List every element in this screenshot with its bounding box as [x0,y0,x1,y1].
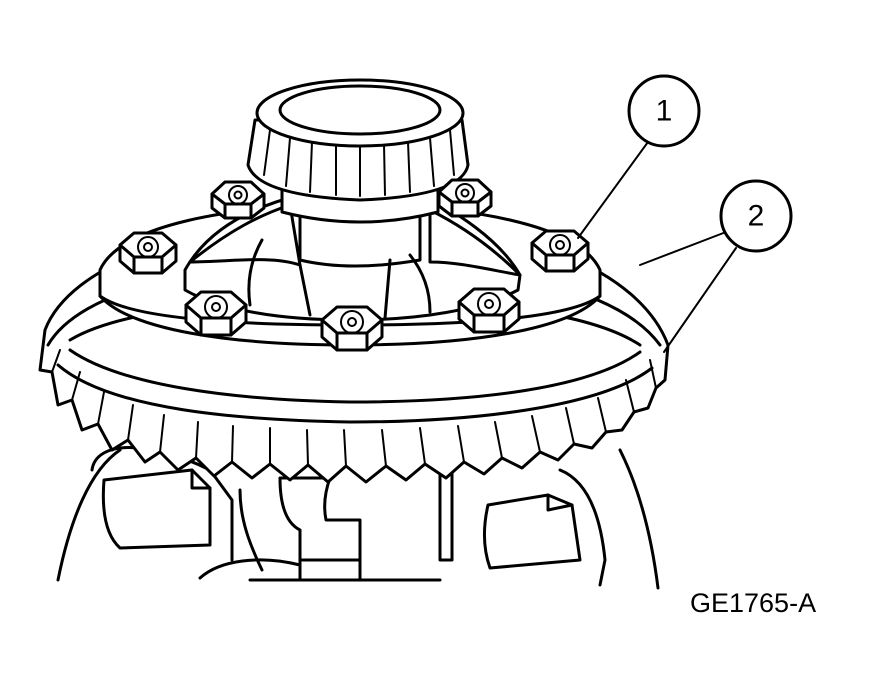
bolt [437,178,493,218]
callout-1-label: 1 [656,95,673,128]
bolt [184,290,248,337]
callout-2-label: 2 [748,200,765,233]
ring-gear-bolts [118,178,590,352]
bolt-callout-1 [530,229,590,273]
differential-housing [56,446,660,590]
callout-1: 1 [577,74,701,239]
figure-code: GE1765-A [690,588,817,618]
carrier-bearing [246,78,470,224]
bolt [118,231,178,275]
bolt [457,287,521,334]
bolt [210,180,266,220]
callout-2: 2 [639,179,793,353]
differential-case [183,193,522,322]
bolt [320,305,384,352]
